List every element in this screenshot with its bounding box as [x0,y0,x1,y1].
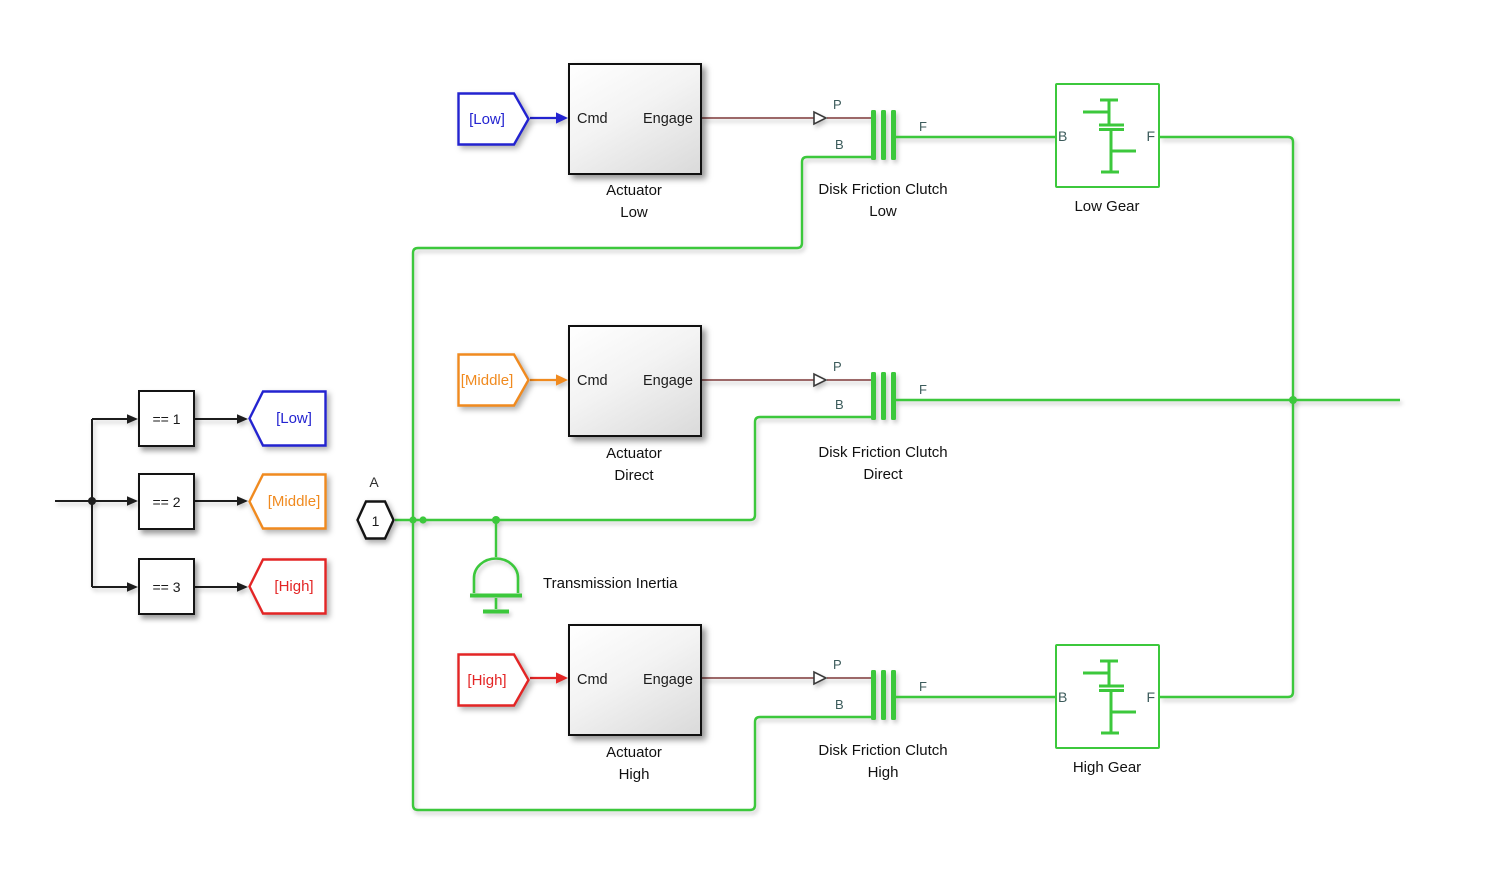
arrowhead [127,414,138,424]
wire-high-gear-out[interactable] [1160,400,1295,699]
actuator-low-block[interactable]: Cmd Engage [568,63,702,175]
gear-port-b: B [1058,688,1068,705]
goto-tag-middle[interactable]: [Middle] [248,473,327,530]
actuator-output-port-label: Engage [643,373,693,389]
arrowhead [127,582,138,592]
physical-signal-arrow-icon [813,110,828,126]
wire-low-gear-out[interactable] [1160,135,1295,400]
arrowhead [127,496,138,506]
from-tag-label: [Low] [469,110,505,128]
clutch-high-name: Disk Friction Clutch High [818,742,948,781]
high-gear-name: High Gear [1072,759,1142,776]
low-gear-name: Low Gear [1074,198,1140,215]
junction-dot [492,516,500,524]
goto-tag-label: [High] [274,578,314,595]
arrowhead-middle [556,374,568,386]
arrowhead-low [556,112,568,124]
clutch-port-f: F [919,679,927,694]
compare-block-label: == 3 [152,578,181,595]
goto-tag-low[interactable]: [Low] [248,390,327,447]
from-tag-label: [Middle] [460,371,514,389]
clutch-port-f: F [919,382,927,397]
junction-dot [1289,396,1297,404]
actuator-output-port-label: Engage [643,672,693,688]
clutch-port-b: B [835,697,844,712]
disk-friction-clutch-direct-icon[interactable] [871,372,896,420]
compare-block-label: == 1 [152,410,181,427]
actuator-input-port-label: Cmd [577,672,608,688]
arrowhead [237,414,248,424]
actuator-high-block[interactable]: Cmd Engage [568,624,702,736]
clutch-port-p: P [833,359,842,374]
clutch-low-name: Disk Friction Clutch Low [818,181,948,220]
actuator-input-port-label: Cmd [577,373,608,389]
goto-tag-label: [Low] [276,410,312,427]
actuator-input-port-label: Cmd [577,111,608,127]
wire-compare-to-goto[interactable] [195,418,239,588]
high-gear-block[interactable]: B F [1055,644,1160,749]
compare-block-label: == 2 [152,493,181,510]
gear-port-f: F [1146,688,1155,705]
connection-port-a[interactable]: 1 [356,500,395,540]
compare-block-eq3[interactable]: == 3 [138,558,195,615]
goto-tag-high[interactable]: [High] [248,558,327,615]
junction-dot [409,516,417,524]
actuator-low-name: Actuator Low [606,182,662,221]
clutch-port-f: F [919,119,927,134]
junction-dot [419,516,427,524]
compare-block-eq2[interactable]: == 2 [138,473,195,530]
clutch-direct-name: Disk Friction Clutch Direct [818,444,948,483]
gear-icon [1083,659,1136,735]
disk-friction-clutch-high-icon[interactable] [871,670,896,720]
from-tag-high[interactable]: [High] [457,653,530,707]
clutch-port-b: B [835,397,844,412]
low-gear-block[interactable]: B F [1055,83,1160,188]
gear-port-f: F [1146,127,1155,144]
gear-port-b: B [1058,127,1068,144]
branch-dot [88,497,96,505]
clutch-port-b: B [835,137,844,152]
wire-base-loop[interactable] [411,155,871,812]
arrowhead-high [556,672,568,684]
wire-port-a-line[interactable] [395,415,871,522]
compare-block-eq1[interactable]: == 1 [138,390,195,447]
goto-tag-label: [Middle] [267,493,321,510]
disk-friction-clutch-low-icon[interactable] [871,110,896,160]
physical-signal-arrow-icon [813,670,828,686]
inertia-icon[interactable] [470,557,522,614]
port-a-label: A [369,474,379,490]
actuator-direct-block[interactable]: Cmd Engage [568,325,702,437]
clutch-port-p: P [833,657,842,672]
from-tag-middle[interactable]: [Middle] [457,353,530,407]
from-tag-low[interactable]: [Low] [457,92,530,146]
actuator-output-port-label: Engage [643,111,693,127]
from-tag-label: [High] [467,671,507,689]
arrowhead [237,582,248,592]
inertia-block-label: Transmission Inertia [543,575,678,592]
clutch-port-p: P [833,97,842,112]
port-number: 1 [371,513,380,529]
actuator-direct-name: Actuator Direct [606,445,662,484]
physical-signal-arrow-icon [813,372,828,388]
actuator-high-name: Actuator High [606,744,662,783]
gear-icon [1083,98,1136,174]
arrowhead [237,496,248,506]
